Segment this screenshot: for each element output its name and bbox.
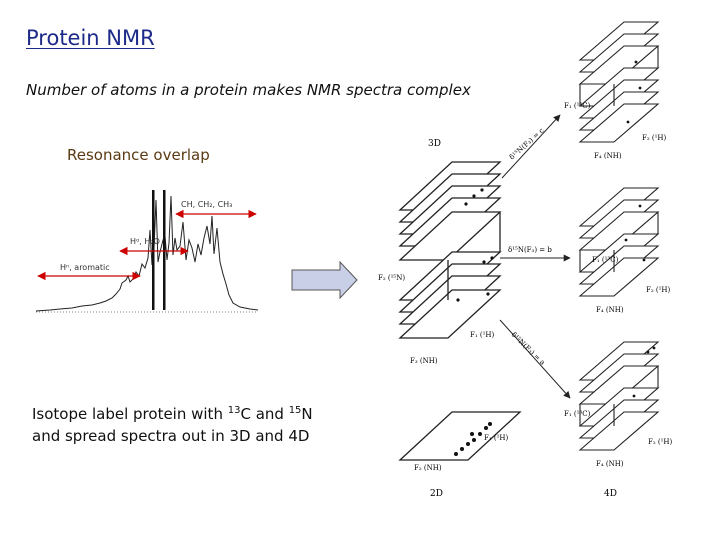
plane-2d-peaks [454,422,492,456]
label-3d: 3D [428,139,441,149]
note-text-pre: Isotope label protein with [32,405,228,423]
note-sup-13: 13 [227,405,241,416]
label-aliphatic: CH, CH₂, CH₃ [181,200,232,209]
axis-4d-top-f2: F₂ (¹H) [642,134,667,142]
axis-4d-top-f1: F₁ (¹³C) [564,102,591,110]
arrow-to-4d-bottom [499,319,571,399]
note-sup-15: 15 [288,405,302,416]
axis-f3-nh: F₃ (NH) [410,357,438,365]
note-text-post: N [301,405,313,423]
axis-4d-bot-f4: F₄ (NH) [596,460,624,468]
arrow-label-c: δ¹⁵N(F₃) = c [508,127,546,162]
stack-3d-peaks [456,188,494,302]
stack-4d-middle [578,187,660,297]
note-line-2: and spread spectra out in 3D and 4D [32,427,310,445]
label-4d: 4D [604,489,617,499]
slide-subtitle: Number of atoms in a protein makes NMR s… [26,81,471,99]
label-halpha: Hᵅ, H₂O [130,237,160,246]
stack-3d [398,161,502,339]
axis-2d-f1: F₁ (¹H) [484,434,509,442]
label-2d: 2D [430,489,443,499]
note-text-mid: C and [240,405,289,423]
resonance-overlap-label: Resonance overlap [67,146,210,164]
label-aromatic: Hⁿ, aromatic [60,263,110,272]
axis-f1-1h: F₁ (¹H) [470,331,495,339]
stack-4d-bottom [578,341,660,451]
right-arrow-icon [291,260,358,300]
axis-4d-mid-f1: F₁ (¹³C) [592,256,619,264]
stack-4d-top [578,21,660,143]
axis-2d-f2: F₂ (NH) [414,464,442,472]
slide-title: Protein NMR [26,26,155,50]
axis-f2-15n: F₂ (¹⁵N) [378,274,405,282]
arrow-label-b: δ¹⁵N(F₃) = b [508,246,552,254]
axis-4d-mid-f4: F₄ (NH) [596,306,624,314]
arrow-to-4d-top [501,114,561,179]
isotope-note: Isotope label protein with 13C and 15N a… [32,400,313,447]
axis-4d-bot-f1: F₁ (¹³C) [564,410,591,418]
proton-spectrum: CH, CH₂, CH₃ Hᵅ, H₂O Hⁿ, aromatic [35,190,259,313]
axis-4d-mid-f2: F₂ (¹H) [646,286,671,294]
axis-4d-bot-f2: F₂ (¹H) [648,438,673,446]
axis-4d-top-f4: F₄ (NH) [594,152,622,160]
stack-4d-peaks [624,60,656,398]
arrow-label-a: δ¹⁵N(F₃) = a [510,331,547,367]
